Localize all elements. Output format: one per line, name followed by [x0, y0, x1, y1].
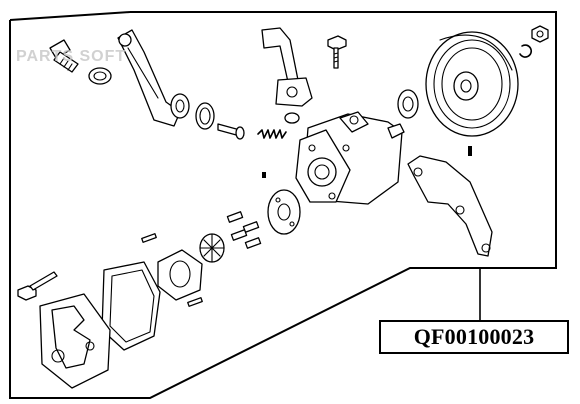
small-pins [141, 172, 266, 307]
snap-ring [519, 44, 533, 58]
pressure-plate [267, 189, 301, 235]
rear-gasket [101, 261, 161, 351]
part-number-label: QF00100023 [379, 320, 569, 354]
flow-control-valve [217, 123, 245, 140]
cover-bolt [17, 271, 58, 301]
pump-body [295, 111, 405, 205]
o-ring-mid [195, 102, 215, 130]
o-ring-small [88, 67, 112, 85]
pipe-gasket [284, 112, 300, 124]
pump-vanes [226, 211, 262, 249]
diagram-frame [9, 11, 557, 399]
watermark-text: PARTS SOFT [16, 48, 127, 65]
pulley [425, 31, 519, 137]
cam-ring [157, 249, 203, 301]
rear-cover [39, 293, 111, 389]
shaft-seal [397, 89, 419, 119]
valve-spring [257, 129, 287, 139]
dowel-pin [468, 146, 472, 156]
mounting-bracket [407, 155, 493, 257]
banjo-bolt [49, 39, 79, 73]
suction-pipe [117, 29, 190, 127]
pressure-pipe [261, 27, 313, 107]
flange-bolt [327, 35, 347, 69]
rotor [199, 233, 225, 263]
pulley-nut [531, 25, 549, 43]
